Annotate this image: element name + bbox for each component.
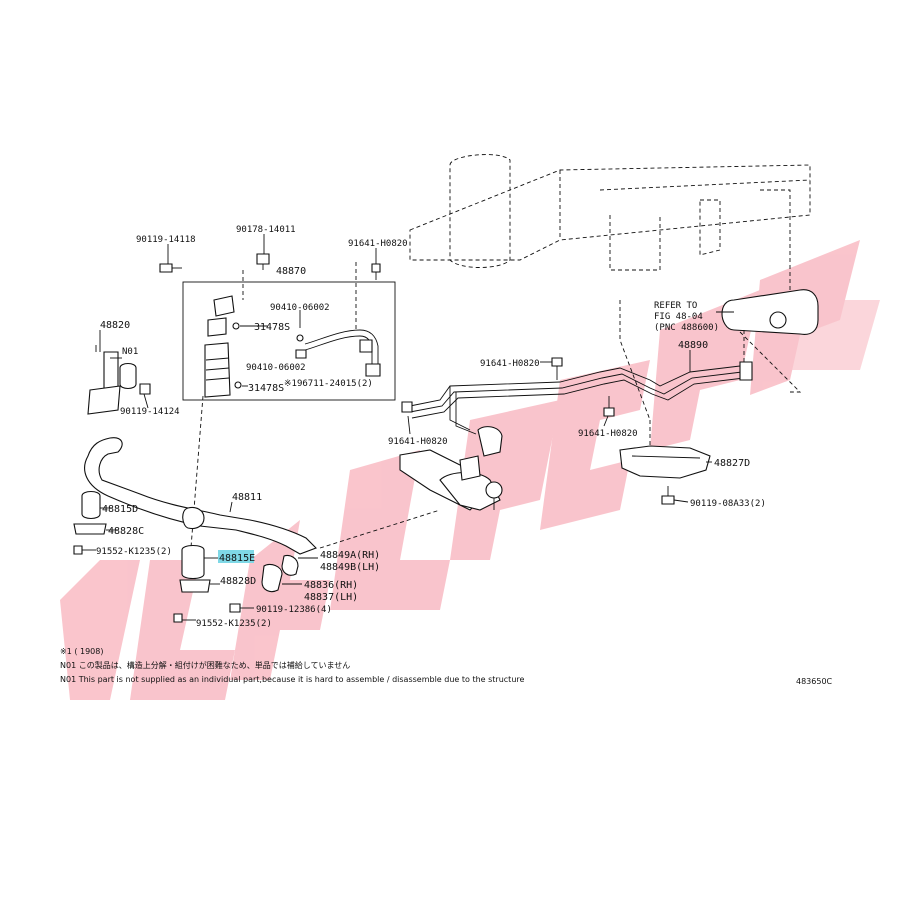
fasteners bbox=[159, 253, 381, 280]
label-48836: 48836(RH) bbox=[304, 580, 358, 591]
label-48827d: 48827D bbox=[714, 458, 750, 469]
label-91552-k1235-b: 91552-K1235(2) bbox=[196, 619, 272, 629]
label-31478s-b: 31478S bbox=[248, 383, 284, 394]
label-90410-06002-a: 90410-06002 bbox=[270, 303, 330, 313]
label-48815d: 48815D bbox=[102, 504, 138, 515]
stabilizer-link-48820 bbox=[87, 345, 151, 415]
label-91641-h0820-c: 91641-H0820 bbox=[388, 437, 448, 447]
label-48811: 48811 bbox=[232, 492, 262, 503]
stabilizer-bar-48811 bbox=[84, 437, 317, 555]
label-90410-06002-b: 90410-06002 bbox=[246, 363, 306, 373]
pipe-48890 bbox=[401, 361, 753, 435]
label-90119-12386: 90119-12386(4) bbox=[256, 605, 332, 615]
label-48820: 48820 bbox=[100, 320, 130, 331]
footnotes: ※1 ( 1908) N01 この製品は、構造上分解・組付けが困難なため、単品で… bbox=[60, 647, 833, 686]
label-48849a: 48849A(RH) bbox=[320, 550, 380, 561]
figure-id: 483650C bbox=[796, 677, 833, 686]
label-91552-k1235-a: 91552-K1235(2) bbox=[96, 547, 172, 557]
label-90119-14124: 90119-14124 bbox=[120, 407, 180, 417]
label-48870: 48870 bbox=[276, 266, 306, 277]
refer-line3: (PNC 488600) bbox=[654, 323, 719, 333]
note-3: N01 This part is not supplied as an indi… bbox=[60, 675, 524, 684]
refer-line1: REFER TO bbox=[654, 301, 697, 311]
label-48815e: 48815E bbox=[219, 553, 255, 564]
note-1: ※1 ( 1908) bbox=[60, 647, 103, 656]
label-91641-h0820-d: 91641-H0820 bbox=[578, 429, 638, 439]
refer-line2: FIG 48-04 bbox=[654, 312, 703, 322]
label-48890: 48890 bbox=[678, 340, 708, 351]
label-91641-h0820-b: 91641-H0820 bbox=[480, 359, 540, 369]
control-valve-bracket bbox=[399, 426, 503, 511]
pipe-clamps bbox=[551, 357, 615, 417]
label-31478s-a: 31478S bbox=[254, 322, 290, 333]
label-48849b: 48849B(LH) bbox=[320, 562, 380, 573]
part-labels: 90119-14118 90178-14011 91641-H0820 4887… bbox=[96, 225, 766, 629]
note-2: N01 この製品は、構造上分解・組付けが困難なため、単品では補給していません bbox=[60, 660, 350, 670]
leader bbox=[189, 395, 204, 561]
label-90119-08a33: 90119-08A33(2) bbox=[690, 499, 766, 509]
label-n01: N01 bbox=[122, 347, 138, 357]
label-196711: ※196711-24015(2) bbox=[284, 379, 373, 389]
label-48828c: 48828C bbox=[108, 526, 144, 537]
label-48837: 48837(LH) bbox=[304, 592, 358, 603]
link-rod-assembly bbox=[204, 295, 381, 398]
cover-48827d bbox=[619, 445, 711, 505]
vehicle-frame bbox=[409, 154, 811, 301]
label-leaders bbox=[82, 234, 734, 621]
label-90119-14118: 90119-14118 bbox=[136, 235, 196, 245]
label-48828d: 48828D bbox=[220, 576, 256, 587]
actuator-cylinder bbox=[721, 289, 819, 393]
label-90178-14011: 90178-14011 bbox=[236, 225, 296, 235]
bushing-left bbox=[73, 490, 107, 555]
highlight-48815e bbox=[218, 550, 254, 563]
part-box-48870 bbox=[182, 281, 396, 401]
label-91641-h0820-a: 91641-H0820 bbox=[348, 239, 408, 249]
bushing-center bbox=[173, 544, 299, 623]
